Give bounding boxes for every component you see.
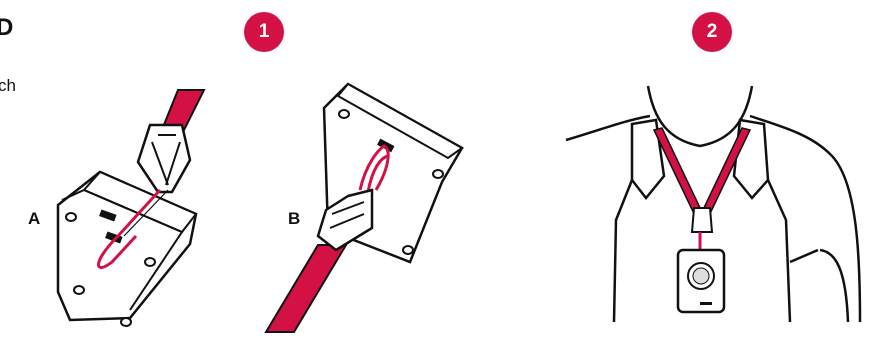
device-front-icon: [56, 170, 198, 327]
lanyard-clip-b: [316, 188, 374, 252]
person-wearing-lanyard-icon: [565, 85, 862, 323]
step-2-badge: 2: [692, 12, 732, 52]
label-b: B: [288, 209, 301, 228]
step-1-badge: 1: [244, 12, 284, 52]
lanyard-cord-b: [358, 144, 390, 191]
intro-text-fragment: ch: [0, 76, 16, 95]
illustration-a: [56, 89, 206, 327]
lanyard-strap-b: [264, 244, 348, 333]
step-1-number: 1: [258, 21, 270, 42]
label-a: A: [28, 209, 41, 228]
lanyard-clip-icon: [136, 123, 192, 194]
intro-title-fragment: D: [0, 14, 14, 41]
illustration-b: [264, 82, 464, 333]
step-2-number: 2: [706, 21, 718, 42]
lanyard-cord-a: [97, 188, 162, 269]
